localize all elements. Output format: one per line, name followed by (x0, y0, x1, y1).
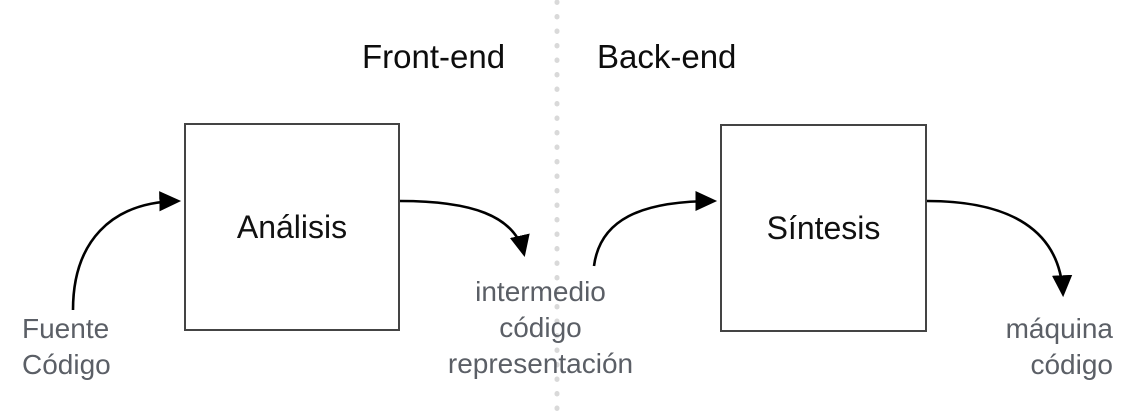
arrow-analisis-to-intermediate-icon (399, 199, 530, 258)
section-title-backend: Back-end (597, 38, 737, 75)
stage-label-analisis: Análisis (236, 209, 348, 245)
label-intermediate-representation: intermedio código representación (411, 274, 670, 381)
label-machine-code-line-2: código (1030, 348, 1113, 380)
label-intermediate-line-1: intermedio (475, 276, 606, 307)
label-source-code: Fuente Código (22, 311, 111, 383)
stage-label-sintesis: Síntesis (766, 210, 881, 246)
label-source-code-line-2: Código (22, 348, 111, 380)
section-title-frontend: Front-end (362, 38, 506, 75)
label-intermediate-line-2: código (499, 311, 582, 343)
arrow-sintesis-to-machine-icon (926, 199, 1073, 298)
arrow-intermediate-to-sintesis-icon (592, 190, 718, 267)
stage-box-sintesis[interactable]: Síntesis (720, 124, 927, 332)
label-machine-code: máquina código (1006, 311, 1113, 383)
label-machine-code-line-1: máquina (1005, 313, 1113, 344)
stage-box-analisis[interactable]: Análisis (184, 123, 400, 331)
arrow-source-to-analisis-icon (71, 191, 182, 311)
label-intermediate-line-3: representación (447, 347, 634, 379)
label-source-code-line-1: Fuente (22, 313, 110, 344)
